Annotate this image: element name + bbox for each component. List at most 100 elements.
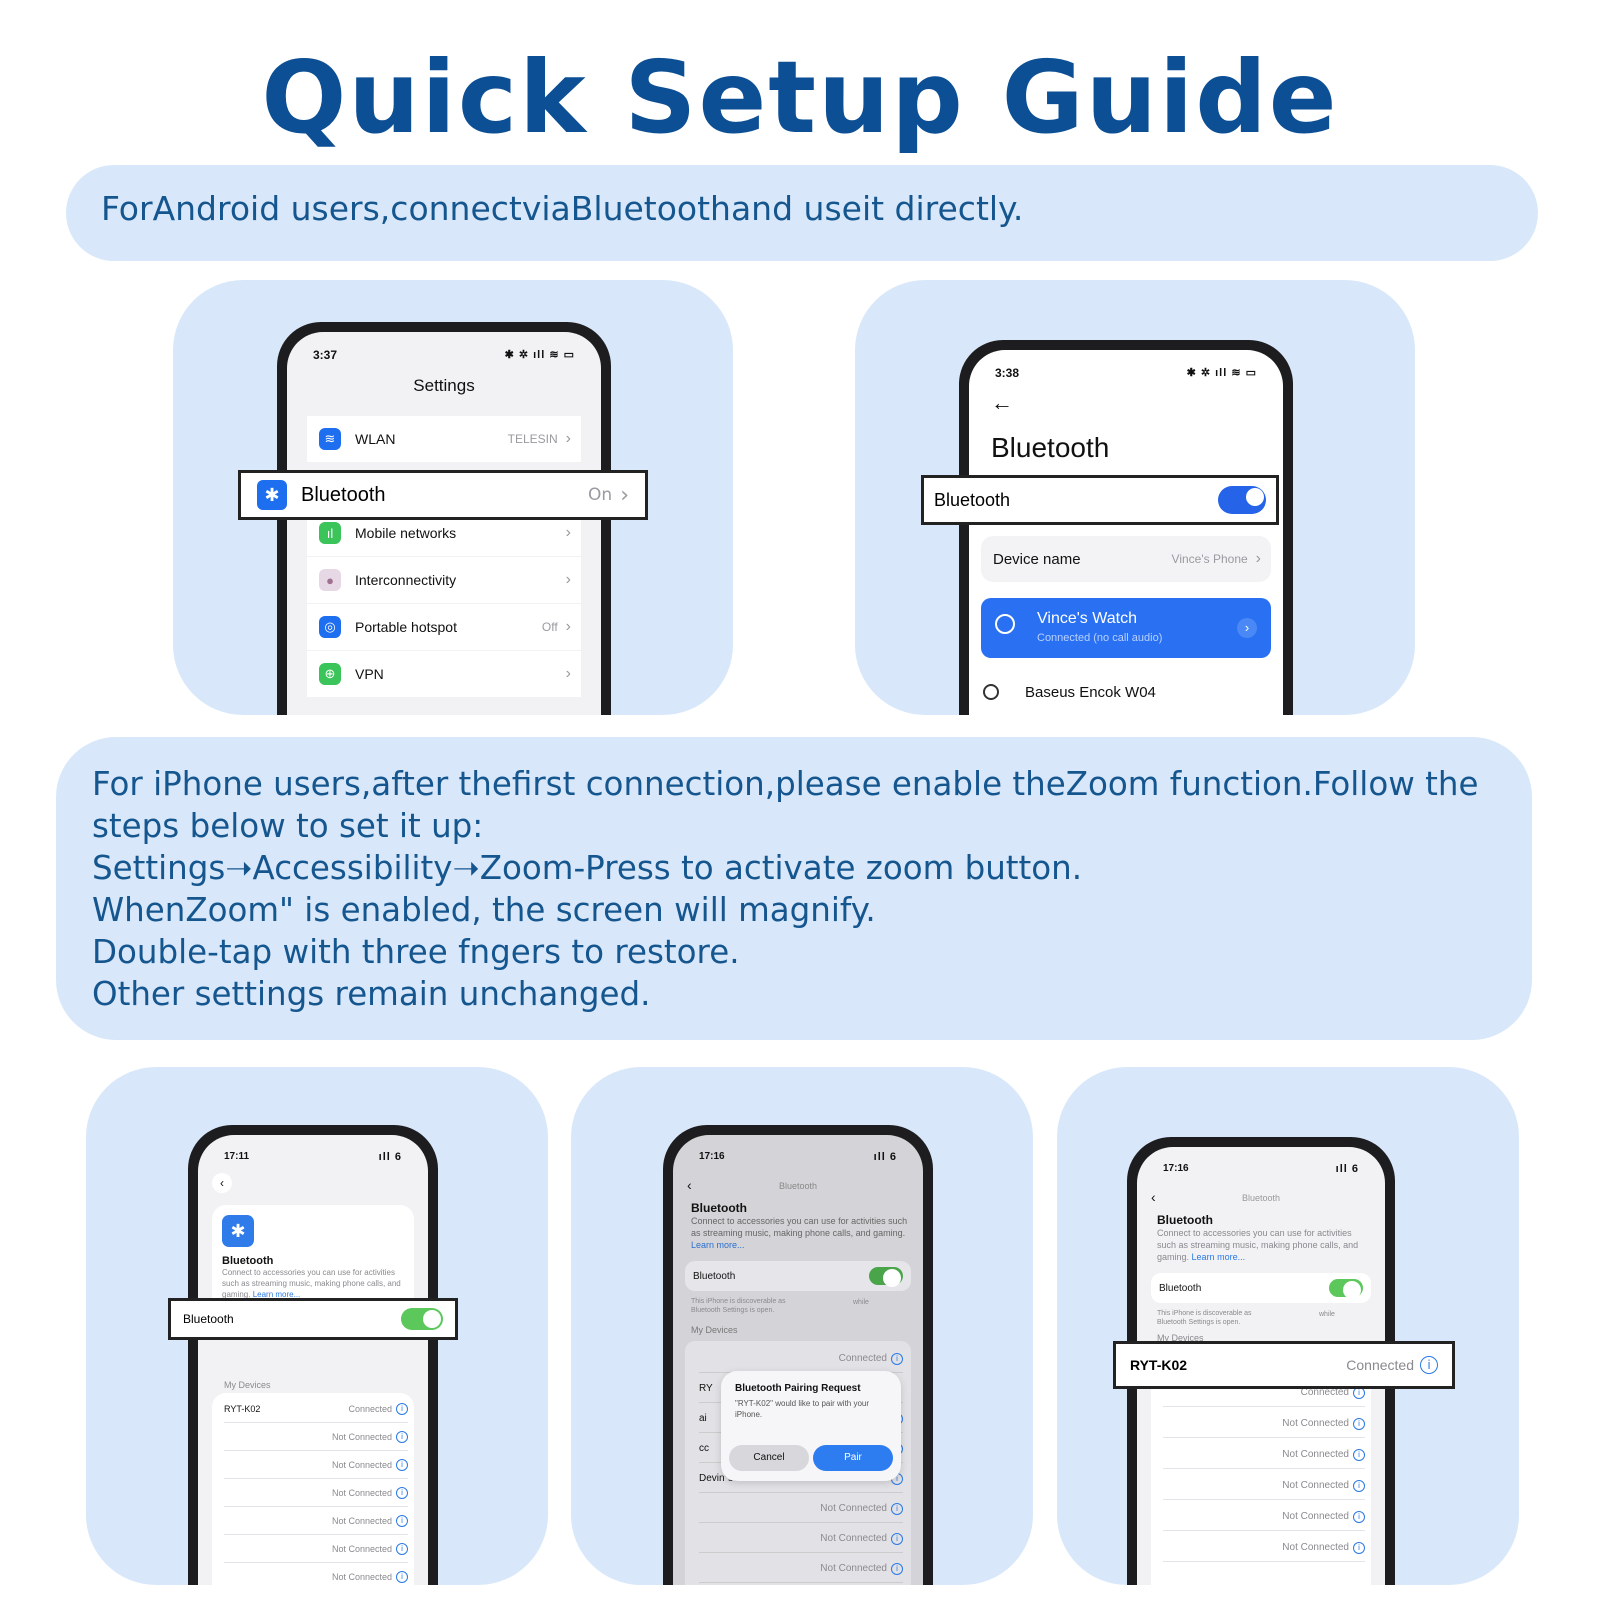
card-heading: Bluetooth [1157, 1213, 1213, 1227]
settings-row-hotspot[interactable]: ◎ Portable hotspot Off › [307, 604, 581, 650]
discoverable-while: while [1319, 1311, 1335, 1318]
back-chevron-icon[interactable]: ‹ [212, 1173, 232, 1193]
learn-more-link[interactable]: Learn more... [252, 1290, 301, 1299]
learn-more-link: Learn more... [1191, 1252, 1246, 1262]
card-desc: Connect to accessories you can use for a… [691, 1216, 908, 1250]
battery-icon: ıll 6 [378, 1151, 402, 1163]
row-value: Off [541, 620, 558, 634]
chevron-right-icon: › [1237, 618, 1257, 638]
watch-icon [995, 614, 1015, 634]
settings-header: Settings [413, 376, 475, 395]
android-bluetooth-panel: 3:38✱ ✲ ıll ≋ ▭ ← Bluetooth Device name … [855, 280, 1415, 715]
device-name: Baseus Encok W04 [1025, 683, 1156, 701]
device-status: Connected (no call audio) [1037, 632, 1163, 644]
bluetooth-toggle-row[interactable]: Bluetooth [1151, 1273, 1371, 1303]
phone-screen: 3:37✱ ✲ ıll ≋ ▭ Settings ≋ WLAN TELESIN … [287, 332, 601, 715]
info-icon: i [396, 1514, 408, 1527]
pairing-dialog: Bluetooth Pairing Request "RYT-K02" woul… [721, 1371, 901, 1481]
toggle-label: Bluetooth [1159, 1282, 1202, 1294]
info-icon: i [396, 1570, 408, 1583]
row-value: TELESIN [507, 432, 558, 446]
card-desc: Connect to accessories you can use for a… [1157, 1228, 1359, 1262]
headphones-icon [983, 684, 999, 700]
discoverable-note: This iPhone is discoverable as Bluetooth… [691, 1298, 786, 1314]
discoverable-while: while [853, 1299, 869, 1306]
iphone-note-line: Double-tap with three fngers to restore. [92, 933, 740, 971]
settings-row-bluetooth-highlight[interactable]: ✱ Bluetooth On › [238, 470, 648, 520]
status-bar: 3:38✱ ✲ ıll ≋ ▭ [995, 366, 1257, 382]
connected-device-highlight[interactable]: RYT-K02 Connected i [1113, 1341, 1455, 1389]
bluetooth-toggle-highlight[interactable]: Bluetooth [168, 1298, 458, 1340]
status-time: 17:11 [224, 1151, 250, 1162]
other-device-row[interactable]: Baseus Encok W04 [983, 672, 1271, 712]
chevron-right-icon: › [565, 430, 571, 447]
settings-row-wlan[interactable]: ≋ WLAN TELESIN › [307, 416, 581, 462]
phone-frame: 3:38✱ ✲ ıll ≋ ▭ ← Bluetooth Device name … [959, 340, 1293, 715]
chevron-right-icon: › [620, 482, 629, 508]
row-value: On [588, 485, 613, 505]
cancel-button[interactable]: Cancel [729, 1445, 809, 1471]
hotspot-icon: ◎ [319, 616, 341, 638]
device-status: Connected [1346, 1357, 1414, 1373]
android-note: ForAndroid users,connectviaBluetoothand … [101, 189, 1024, 228]
device-name: Vince's Watch [1037, 610, 1137, 627]
bluetooth-toggle[interactable] [401, 1308, 443, 1330]
back-chevron-icon[interactable]: ‹ [687, 1177, 692, 1193]
back-chevron-icon[interactable]: ‹ [1151, 1189, 1156, 1205]
info-icon[interactable]: i [1420, 1356, 1438, 1374]
bluetooth-toggle [869, 1267, 903, 1287]
phone-screen: 3:38✱ ✲ ıll ≋ ▭ ← Bluetooth Device name … [969, 350, 1283, 715]
device-name-row[interactable]: Device name Vince's Phone › [981, 536, 1271, 582]
status-bar: 17:11 ıll 6 [224, 1151, 402, 1167]
android-settings-panel: 3:37✱ ✲ ıll ≋ ▭ Settings ≋ WLAN TELESIN … [173, 280, 733, 715]
status-bar: 3:37✱ ✲ ıll ≋ ▭ [313, 348, 575, 364]
bluetooth-toggle-highlight[interactable]: Bluetooth [921, 475, 1279, 525]
settings-row-interconnectivity[interactable]: ● Interconnectivity › [307, 557, 581, 603]
status-time: 17:16 [699, 1151, 725, 1162]
info-icon: i [396, 1458, 408, 1471]
card-heading: Bluetooth [222, 1255, 274, 1267]
chevron-right-icon: › [565, 524, 571, 541]
iphone-note-line: For iPhone users,after thefirst connecti… [92, 765, 1479, 803]
card-heading: Bluetooth [691, 1201, 747, 1215]
toggle-label: Bluetooth [183, 1312, 234, 1326]
phone-frame: 3:37✱ ✲ ıll ≋ ▭ Settings ≋ WLAN TELESIN … [277, 322, 611, 715]
dialog-text: "RYT-K02" would like to pair with your i… [735, 1399, 870, 1419]
pair-button[interactable]: Pair [813, 1445, 893, 1471]
nav-title: Bluetooth [778, 1181, 818, 1191]
bluetooth-header: Bluetooth [991, 432, 1110, 463]
bluetooth-icon: ✱ [222, 1215, 254, 1247]
info-icon: i [396, 1542, 408, 1555]
bluetooth-toggle-row[interactable]: Bluetooth [685, 1261, 911, 1291]
bluetooth-toggle[interactable] [1218, 486, 1266, 514]
back-arrow-icon[interactable]: ← [991, 390, 1013, 415]
watch-device-row[interactable]: Vince's Watch Connected (no call audio) … [981, 598, 1271, 658]
discoverable-note: This iPhone is discoverable as Bluetooth… [1157, 1310, 1252, 1326]
my-devices-label: My Devices [224, 1380, 271, 1390]
bluetooth-info: Bluetooth Connect to accessories you can… [691, 1201, 909, 1251]
iphone-note-band: For iPhone users,after thefirst connecti… [56, 737, 1532, 1040]
mobile-network-icon: ıl [319, 522, 341, 544]
chevron-right-icon: › [565, 618, 571, 635]
iphone-note-line: WhenZoom" is enabled, the screen will ma… [92, 891, 876, 929]
settings-row-vpn[interactable]: ⊕ VPN › [307, 651, 581, 697]
